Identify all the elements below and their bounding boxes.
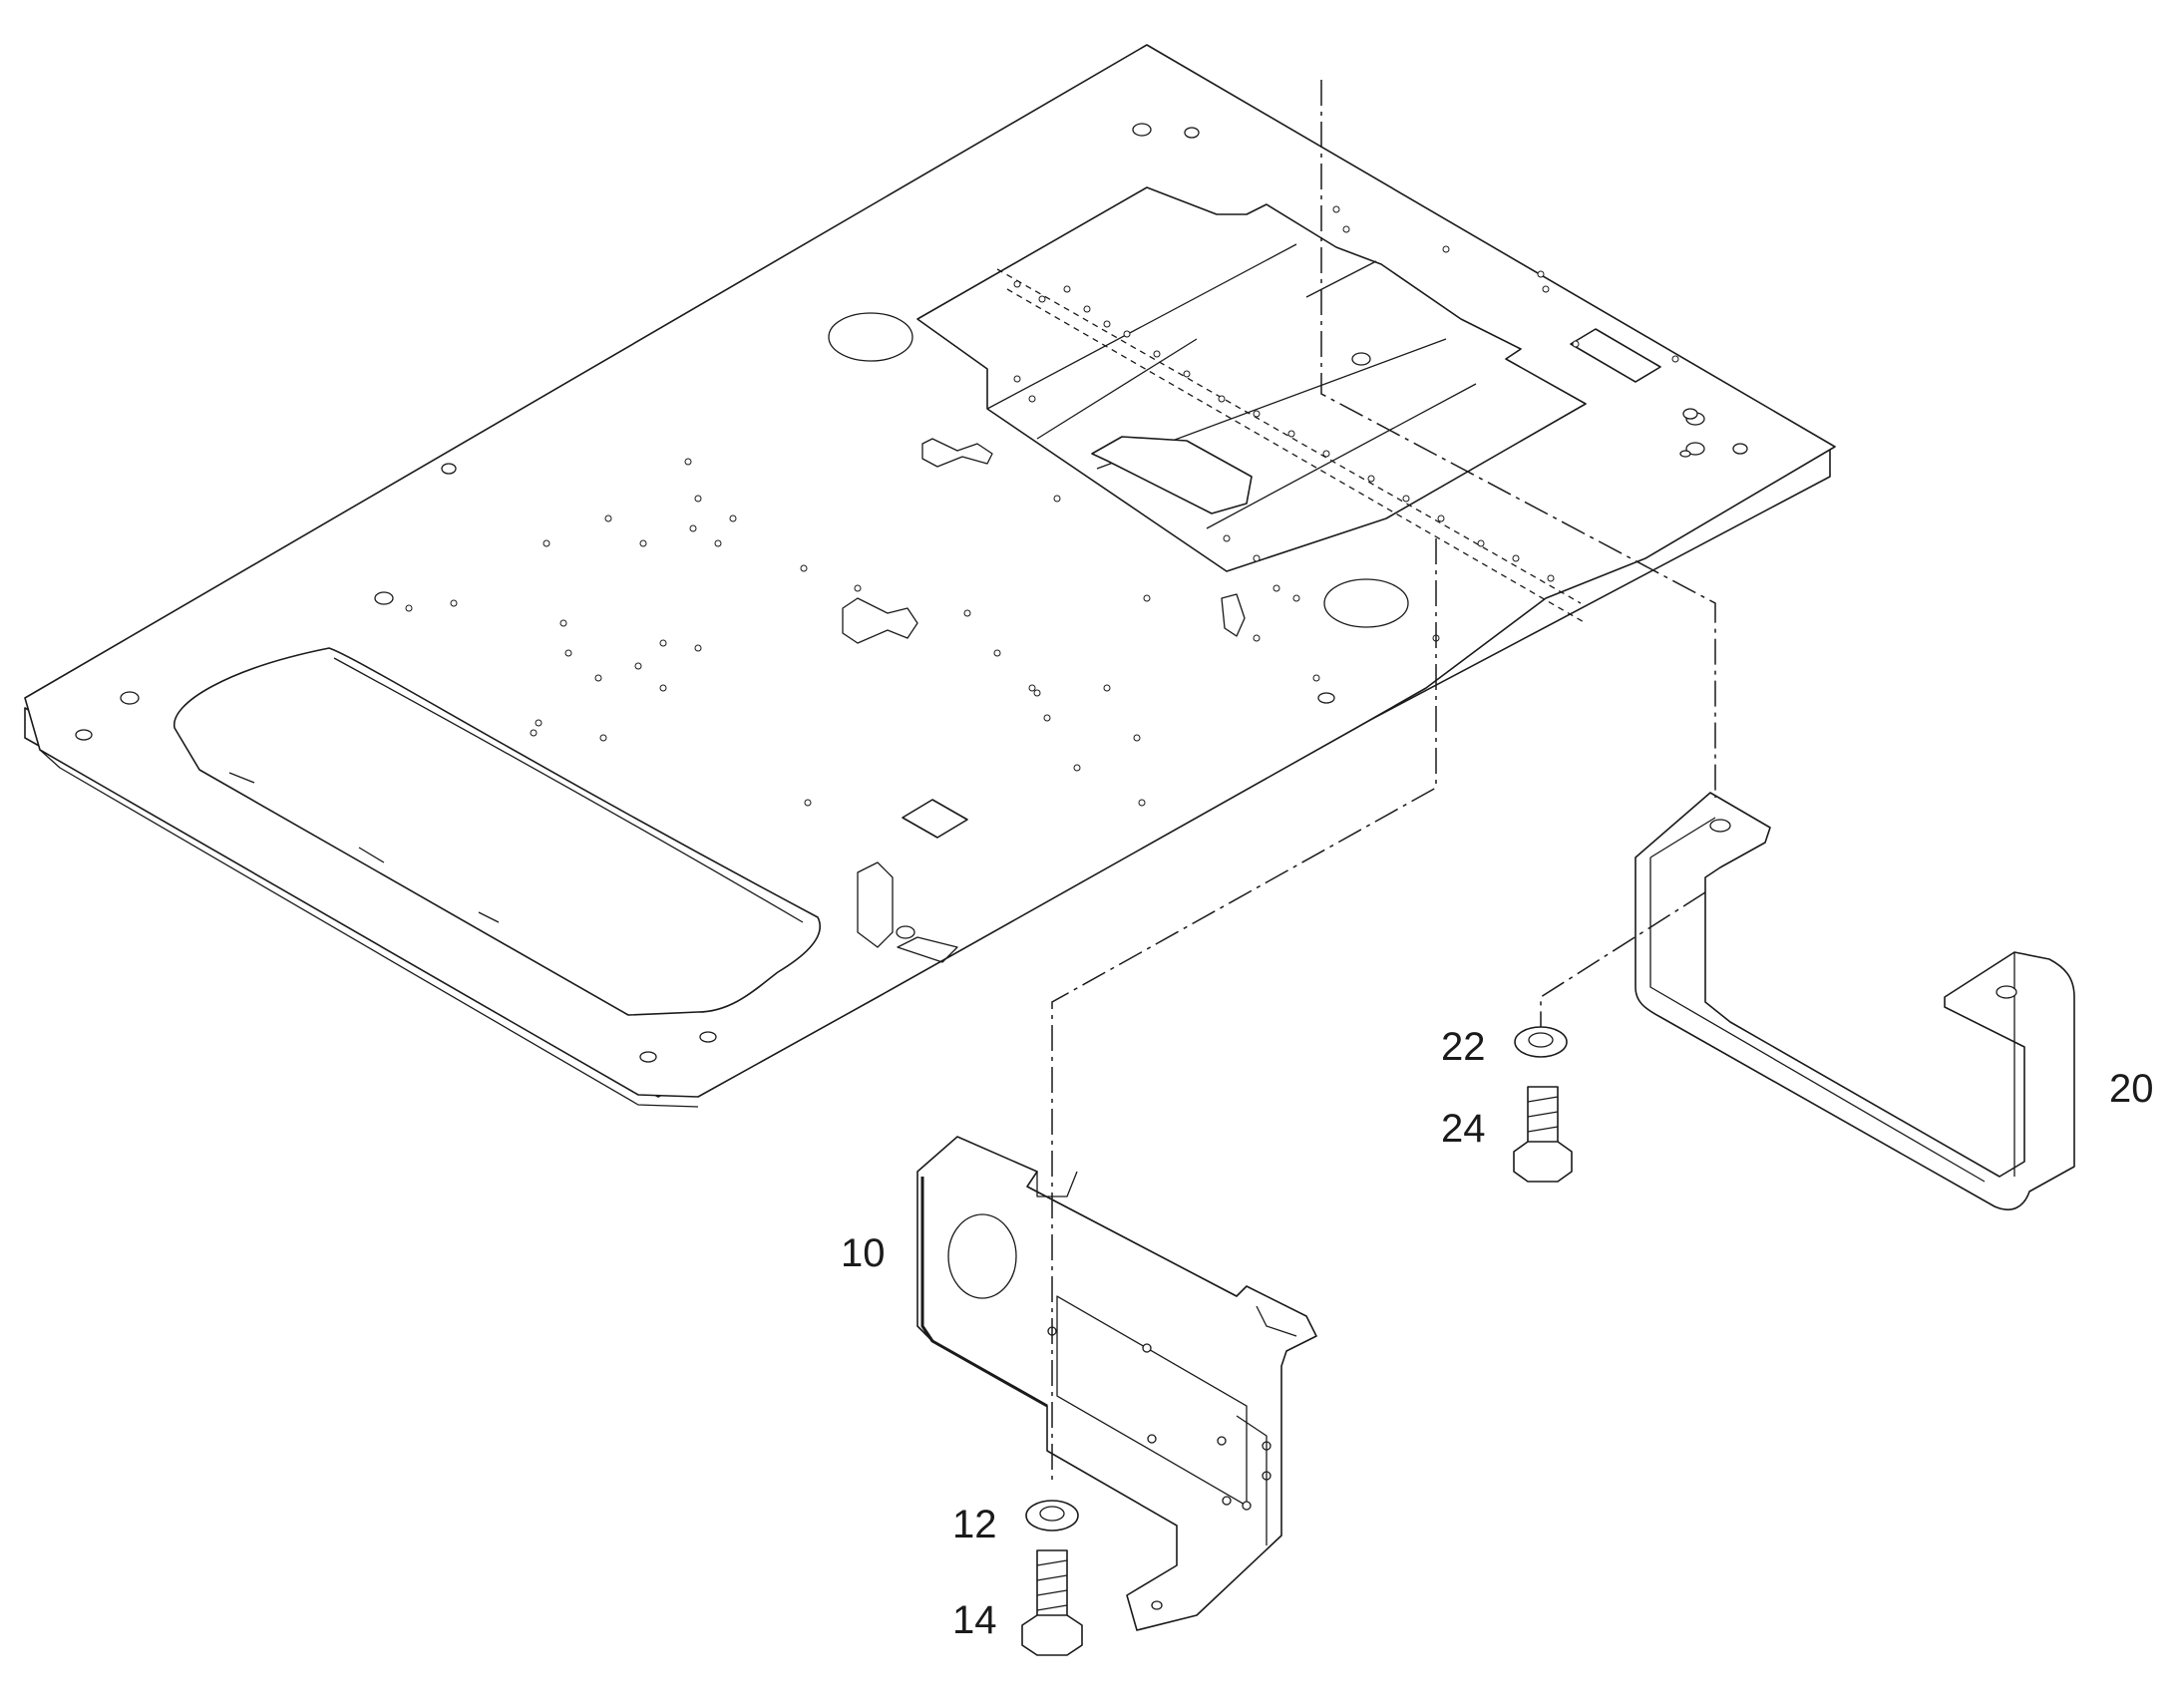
callout-20: 20 — [2109, 1067, 2154, 1111]
bracket-20 — [1635, 792, 2075, 1210]
callout-10: 10 — [841, 1231, 886, 1275]
callout-24: 24 — [1441, 1107, 1486, 1151]
callout-12: 12 — [952, 1503, 997, 1546]
floor-plate — [24, 44, 1836, 1108]
bracket-10 — [916, 1136, 1317, 1631]
bolt-24 — [1513, 1086, 1573, 1183]
callout-14: 14 — [952, 1598, 997, 1642]
bolt-14 — [1021, 1549, 1083, 1656]
washer-12 — [1025, 1500, 1079, 1532]
washer-22 — [1514, 1026, 1568, 1058]
assembly-lines — [1051, 80, 1716, 1486]
callout-22: 22 — [1441, 1025, 1486, 1069]
